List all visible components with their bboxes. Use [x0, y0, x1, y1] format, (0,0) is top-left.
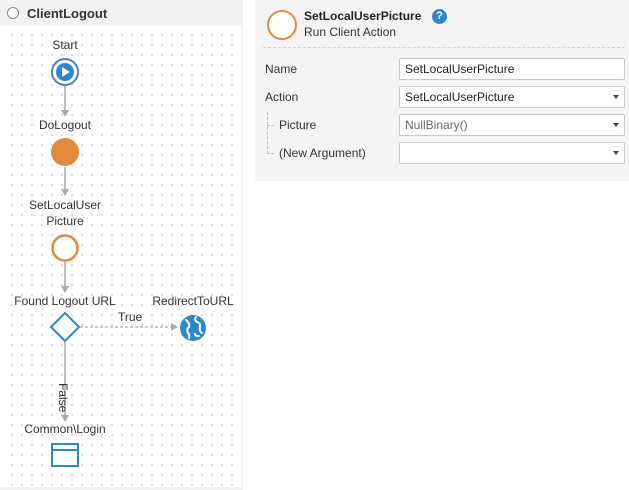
chevron-down-icon[interactable] — [613, 95, 619, 99]
if-node-found-logout-url[interactable] — [49, 311, 81, 343]
picture-argument-label: Picture — [279, 118, 317, 132]
properties-subtitle: Run Client Action — [304, 25, 397, 39]
action-select-value: SetLocalUserPicture — [405, 90, 515, 104]
flow-canvas[interactable] — [3, 26, 241, 487]
name-label: Name — [265, 62, 298, 76]
globe-icon — [180, 315, 206, 341]
false-branch-label: False — [56, 383, 70, 413]
chevron-down-icon[interactable] — [613, 151, 619, 155]
play-icon — [62, 67, 70, 77]
connector-dologout-setpicture[interactable] — [61, 167, 69, 196]
new-argument-label: (New Argument) — [279, 146, 366, 160]
flow-header: ClientLogout — [0, 0, 243, 26]
if-node-label: Found Logout URL — [14, 294, 116, 308]
name-input[interactable]: SetLocalUserPicture — [399, 58, 625, 80]
connector-if-true-redirect[interactable] — [80, 323, 178, 331]
connector-setpicture-if[interactable] — [61, 262, 69, 293]
properties-title: SetLocalUserPicture — [304, 9, 422, 23]
login-node-label: Common\Login — [24, 422, 106, 436]
argument-tree-guide — [267, 125, 274, 126]
start-node-label: Start — [52, 38, 78, 52]
start-node[interactable] — [51, 58, 79, 86]
true-branch-label: True — [118, 310, 143, 324]
connector-if-false-login[interactable] — [61, 342, 69, 422]
chevron-down-icon[interactable] — [613, 123, 619, 127]
panel-divider — [0, 487, 243, 490]
run-client-action-icon — [267, 10, 297, 40]
action-circle-icon — [7, 7, 19, 19]
argument-tree-guide — [267, 153, 274, 154]
action-select[interactable]: SetLocalUserPicture — [399, 86, 625, 108]
redirect-node-label: RedirectToURL — [152, 294, 234, 308]
connector-start-dologout[interactable] — [61, 86, 69, 117]
picture-argument-select[interactable]: NullBinary() — [399, 114, 625, 136]
help-icon[interactable]: ? — [432, 9, 447, 24]
setpicture-node-label: SetLocalUser Picture — [28, 198, 102, 228]
new-argument-select[interactable] — [399, 142, 625, 164]
argument-tree-guide — [267, 112, 268, 154]
dologout-node-label: DoLogout — [38, 118, 92, 132]
action-label: Action — [265, 90, 299, 104]
panel-divider — [241, 26, 243, 490]
screen-destination-icon — [51, 443, 79, 467]
properties-divider — [263, 47, 625, 48]
if-diamond-icon — [49, 311, 81, 343]
flow-editor-panel: ClientLogout — [0, 0, 243, 490]
picture-argument-value: NullBinary() — [405, 118, 468, 132]
properties-panel: SetLocalUserPicture Run Client Action ? … — [255, 0, 629, 181]
flow-title: ClientLogout — [27, 6, 108, 21]
run-client-action-node-setpicture[interactable] — [51, 234, 79, 262]
destination-node-login[interactable] — [51, 443, 79, 467]
redirect-node[interactable] — [180, 315, 206, 341]
flow-diagram — [49, 58, 206, 467]
run-action-node-dologout[interactable] — [51, 138, 79, 166]
